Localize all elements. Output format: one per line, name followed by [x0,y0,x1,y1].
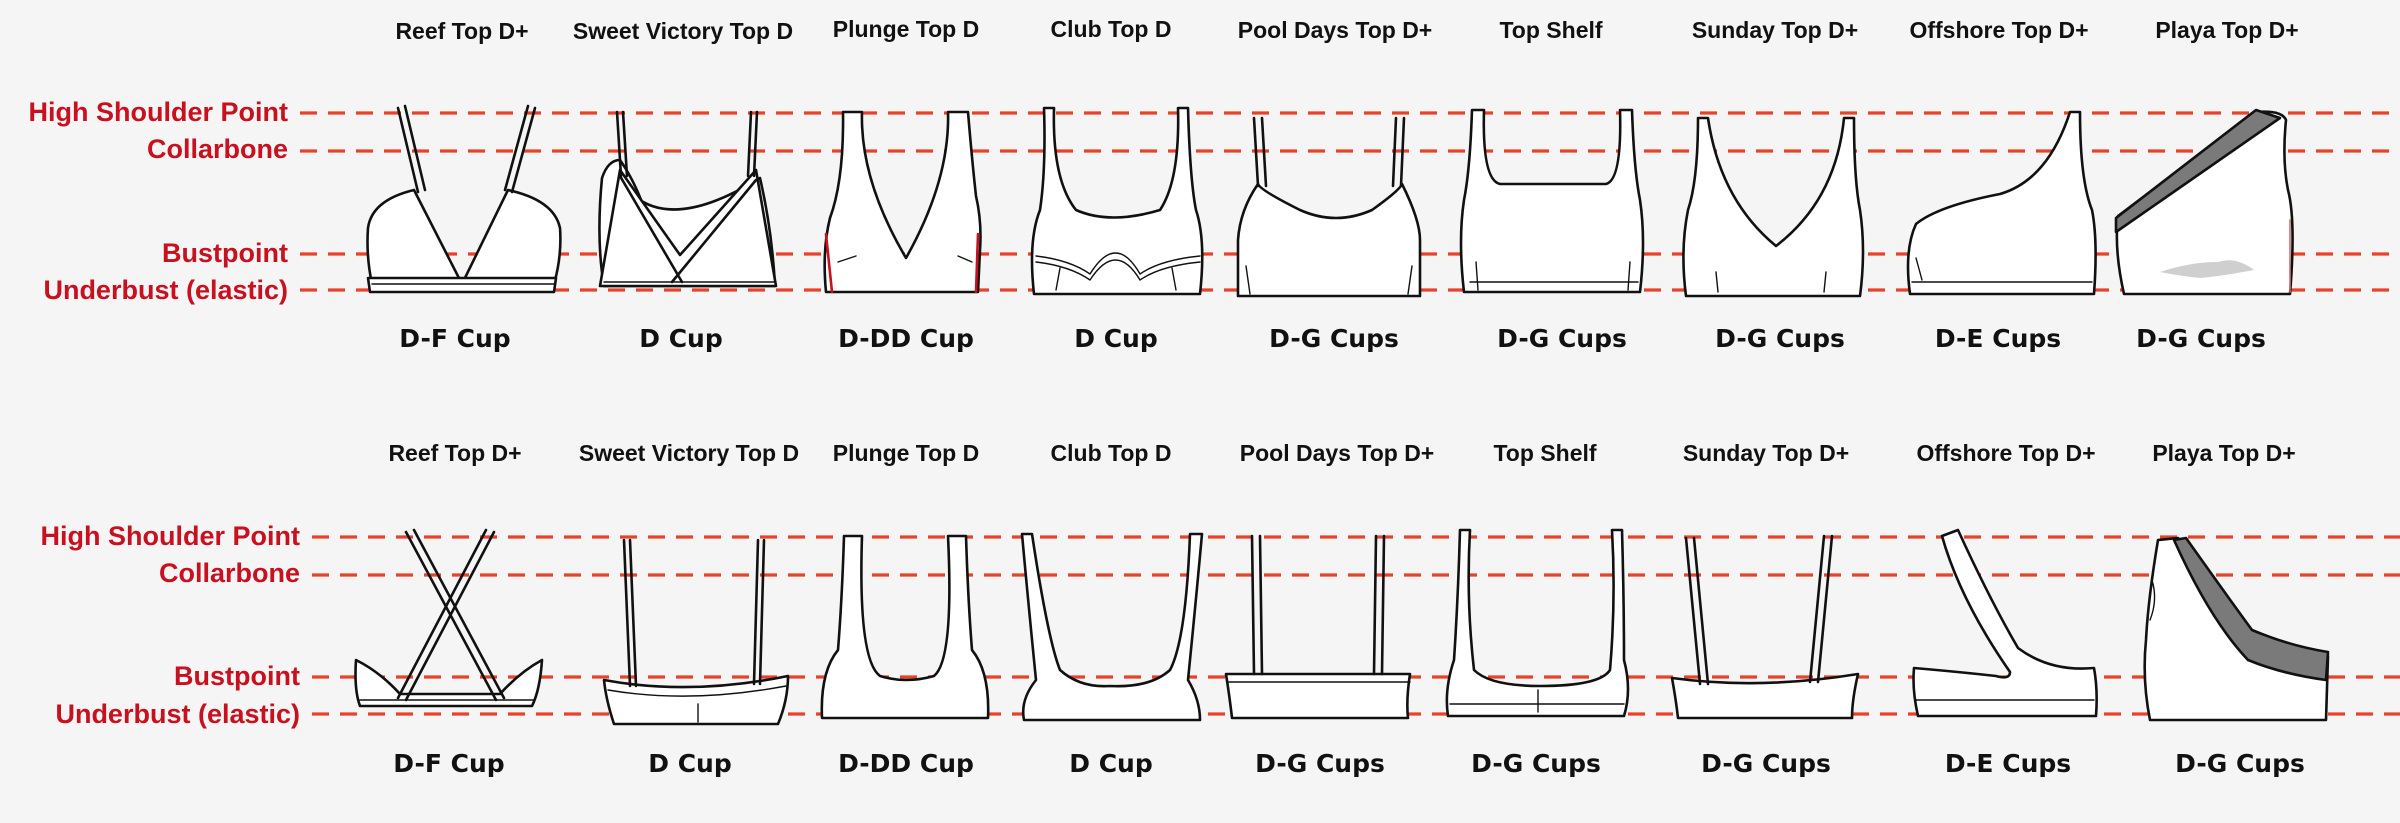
label-bustpoint-back: Bustpoint [174,661,300,691]
label-high-shoulder-front: High Shoulder Point [29,97,288,127]
title-back-plunge: Plunge Top D [833,440,980,466]
title-back-playa: Playa Top D+ [2152,440,2295,466]
cup-front-offshore: D-E Cups [1935,324,2061,353]
title-back-sweet-victory: Sweet Victory Top D [579,440,799,466]
garment-front-pool-days [1236,116,1422,298]
garment-front-top-shelf [1459,108,1645,294]
garment-back-sweet-victory [602,538,790,726]
title-front-reef: Reef Top D+ [395,18,528,44]
cup-back-playa: D-G Cups [2175,749,2305,778]
cup-back-pool-days: D-G Cups [1255,749,1385,778]
cup-back-plunge: D-DD Cup [838,749,974,778]
title-front-sweet-victory: Sweet Victory Top D [573,18,793,44]
cup-back-club: D Cup [1069,749,1153,778]
title-back-sunday: Sunday Top D+ [1683,440,1849,466]
cup-front-sunday: D-G Cups [1715,324,1845,353]
cup-back-offshore: D-E Cups [1945,749,2071,778]
title-front-club: Club Top D [1051,16,1172,42]
garment-front-reef [366,104,562,294]
title-back-reef: Reef Top D+ [388,440,521,466]
garment-back-sunday [1670,534,1860,720]
label-bustpoint-front: Bustpoint [162,238,288,268]
title-back-club: Club Top D [1051,440,1172,466]
cup-front-top-shelf: D-G Cups [1497,324,1627,353]
title-back-pool-days: Pool Days Top D+ [1240,440,1434,466]
garment-back-reef [354,528,544,708]
garment-back-playa [2143,536,2330,722]
garment-front-sweet-victory [598,110,778,288]
title-front-playa: Playa Top D+ [2155,17,2298,43]
title-front-offshore: Offshore Top D+ [1909,17,2088,43]
title-front-top-shelf: Top Shelf [1499,17,1602,43]
label-collarbone-back: Collarbone [159,558,300,588]
garment-back-club [1020,532,1204,722]
cup-back-reef: D-F Cup [393,749,504,778]
garment-back-pool-days [1224,534,1412,720]
cup-front-sweet-victory: D Cup [639,324,723,353]
garment-front-club [1030,106,1204,296]
label-collarbone-front: Collarbone [147,134,288,164]
cup-front-pool-days: D-G Cups [1269,324,1399,353]
title-front-pool-days: Pool Days Top D+ [1238,17,1432,43]
label-high-shoulder-back: High Shoulder Point [41,521,300,551]
garment-back-plunge [820,534,990,720]
title-front-plunge: Plunge Top D [833,16,980,42]
cup-front-reef: D-F Cup [399,324,510,353]
cup-front-club: D Cup [1074,324,1158,353]
garment-back-offshore [1912,528,2098,718]
title-front-sunday: Sunday Top D+ [1692,17,1858,43]
title-back-top-shelf: Top Shelf [1493,440,1596,466]
cup-back-sunday: D-G Cups [1701,749,1831,778]
cup-front-playa: D-G Cups [2136,324,2266,353]
cup-back-top-shelf: D-G Cups [1471,749,1601,778]
label-underbust-front: Underbust (elastic) [43,275,288,305]
cup-front-plunge: D-DD Cup [838,324,974,353]
garment-front-playa [2114,108,2294,296]
title-back-offshore: Offshore Top D+ [1916,440,2095,466]
garment-back-top-shelf [1445,528,1630,718]
garment-front-offshore [1906,110,2097,296]
label-underbust-back: Underbust (elastic) [55,699,300,729]
back-row: High Shoulder Point Collarbone Bustpoint… [41,440,2400,778]
garment-front-plunge [823,110,982,294]
cup-back-sweet-victory: D Cup [648,749,732,778]
front-row: High Shoulder Point Collarbone Bustpoint… [29,16,2400,353]
garment-front-sunday [1682,116,1865,298]
